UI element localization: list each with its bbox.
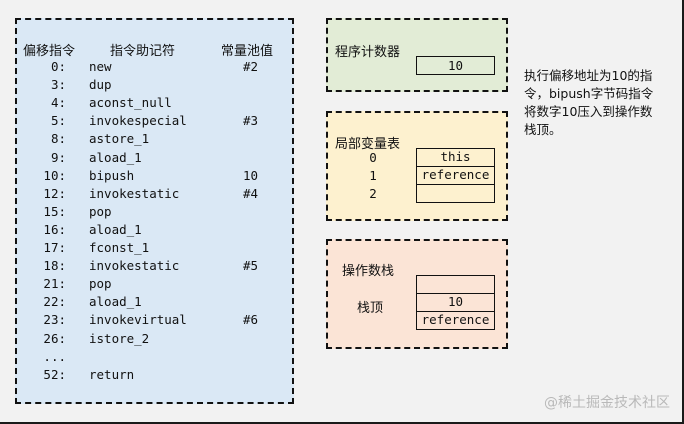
constant-cell: #4 xyxy=(243,185,259,201)
offset-cell: 16: xyxy=(43,221,66,237)
offset-cell: 17: xyxy=(43,240,66,255)
mnemonic-cell: aload_1 xyxy=(89,149,142,165)
offset-cell: 9: xyxy=(50,149,66,165)
offset-cell: 23: xyxy=(43,312,66,328)
bytecode-row: 9: aload_1 xyxy=(17,150,292,168)
program-counter-value: 10 xyxy=(416,56,495,75)
bytecode-row: 15: pop xyxy=(17,204,292,222)
bytecode-row: 23: invokevirtual #6 xyxy=(17,312,292,330)
local-variables-panel: 局部变量表 0 1 2 this reference xyxy=(326,111,508,221)
offset-cell: 3: xyxy=(50,77,66,93)
mnemonic-cell: pop xyxy=(89,203,112,219)
offset-cell: 26: xyxy=(43,330,66,346)
slot-index: 1 xyxy=(369,168,377,183)
mnemonic-cell: invokevirtual xyxy=(89,312,187,328)
offset-cell: 52: xyxy=(43,366,66,382)
offset-cell: 8: xyxy=(50,131,66,147)
slot-index: 0 xyxy=(369,150,377,165)
header-offset: 偏移指令 xyxy=(23,44,76,59)
bytecode-row: 10: bipush 10 xyxy=(17,168,292,186)
mnemonic-cell: aload_1 xyxy=(89,221,142,237)
bytecode-row: 18: invokestatic #5 xyxy=(17,258,292,276)
constant-cell: #2 xyxy=(243,59,259,74)
bytecode-row: 21: pop xyxy=(17,276,292,294)
bytecode-row: 5: invokespecial #3 xyxy=(17,113,292,131)
operand-stack-title: 操作数栈 xyxy=(342,264,395,279)
constant-cell: 10 xyxy=(243,167,259,183)
stack-top-label: 栈顶 xyxy=(357,301,384,316)
bytecode-row: 12: invokestatic #4 xyxy=(17,186,292,204)
mnemonic-cell: aload_1 xyxy=(89,294,142,310)
bytecode-row: 22: aload_1 xyxy=(17,294,292,312)
bytecode-panel: 偏移指令 指令助记符 常量池值 0: new #2 3: dup 4: aconst_nul… xyxy=(15,18,294,404)
local-variables-title: 局部变量表 xyxy=(335,137,401,152)
bytecode-row: 3: dup xyxy=(17,77,292,95)
header-constant: 常量池值 xyxy=(221,44,274,59)
program-counter-title: 程序计数器 xyxy=(335,45,401,60)
stack-cell-0 xyxy=(416,275,495,294)
explanation-note: 执行偏移地址为10的指令，bipush字节码指令将数字10压入到操作数栈顶。 xyxy=(524,68,654,137)
offset-cell: ... xyxy=(43,348,66,364)
header-mnemonic: 指令助记符 xyxy=(110,44,176,59)
mnemonic-cell: invokestatic xyxy=(89,258,180,274)
mnemonic-cell: return xyxy=(89,366,135,382)
offset-cell: 21: xyxy=(43,276,66,292)
bytecode-row: 17: fconst_1 xyxy=(17,240,292,258)
constant-cell: #6 xyxy=(243,312,259,328)
mnemonic-cell: new xyxy=(89,59,112,74)
stack-cell-1: 10 xyxy=(416,293,495,312)
mnemonic-cell: invokestatic xyxy=(89,185,180,201)
mnemonic-cell: aconst_null xyxy=(89,95,172,111)
local-slot-0: this xyxy=(416,148,495,167)
local-slot-1: reference xyxy=(416,166,495,185)
bytecode-row: 52: return xyxy=(17,367,292,385)
offset-cell: 15: xyxy=(43,203,66,219)
offset-cell: 12: xyxy=(43,185,66,201)
mnemonic-cell: istore_2 xyxy=(89,330,150,346)
offset-cell: 10: xyxy=(43,167,66,183)
offset-cell: 22: xyxy=(43,294,66,310)
mnemonic-cell: fconst_1 xyxy=(89,240,150,255)
bytecode-row: ... xyxy=(17,349,292,367)
offset-cell: 4: xyxy=(50,95,66,111)
offset-cell: 5: xyxy=(50,113,66,129)
program-counter-panel: 程序计数器 10 xyxy=(326,18,508,92)
bytecode-row: 8: astore_1 xyxy=(17,131,292,149)
local-slot-2 xyxy=(416,184,495,203)
slot-index: 2 xyxy=(369,186,377,201)
watermark: @稀土掘金技术社区 xyxy=(544,395,670,411)
mnemonic-cell: invokespecial xyxy=(89,113,187,129)
stack-cell-2: reference xyxy=(416,311,495,330)
constant-cell: #3 xyxy=(243,113,259,129)
operand-stack-panel: 操作数栈 栈顶 10 reference xyxy=(326,239,508,349)
mnemonic-cell: pop xyxy=(89,276,112,292)
bytecode-row: 4: aconst_null xyxy=(17,95,292,113)
bytecode-row: 26: istore_2 xyxy=(17,331,292,349)
constant-cell: #5 xyxy=(243,258,259,274)
offset-cell: 18: xyxy=(43,258,66,274)
offset-cell: 0: xyxy=(50,59,66,74)
mnemonic-cell: dup xyxy=(89,77,112,93)
bytecode-row: 0: new #2 xyxy=(17,59,292,77)
mnemonic-cell: astore_1 xyxy=(89,131,150,147)
mnemonic-cell: bipush xyxy=(89,167,135,183)
bytecode-row: 16: aload_1 xyxy=(17,222,292,240)
